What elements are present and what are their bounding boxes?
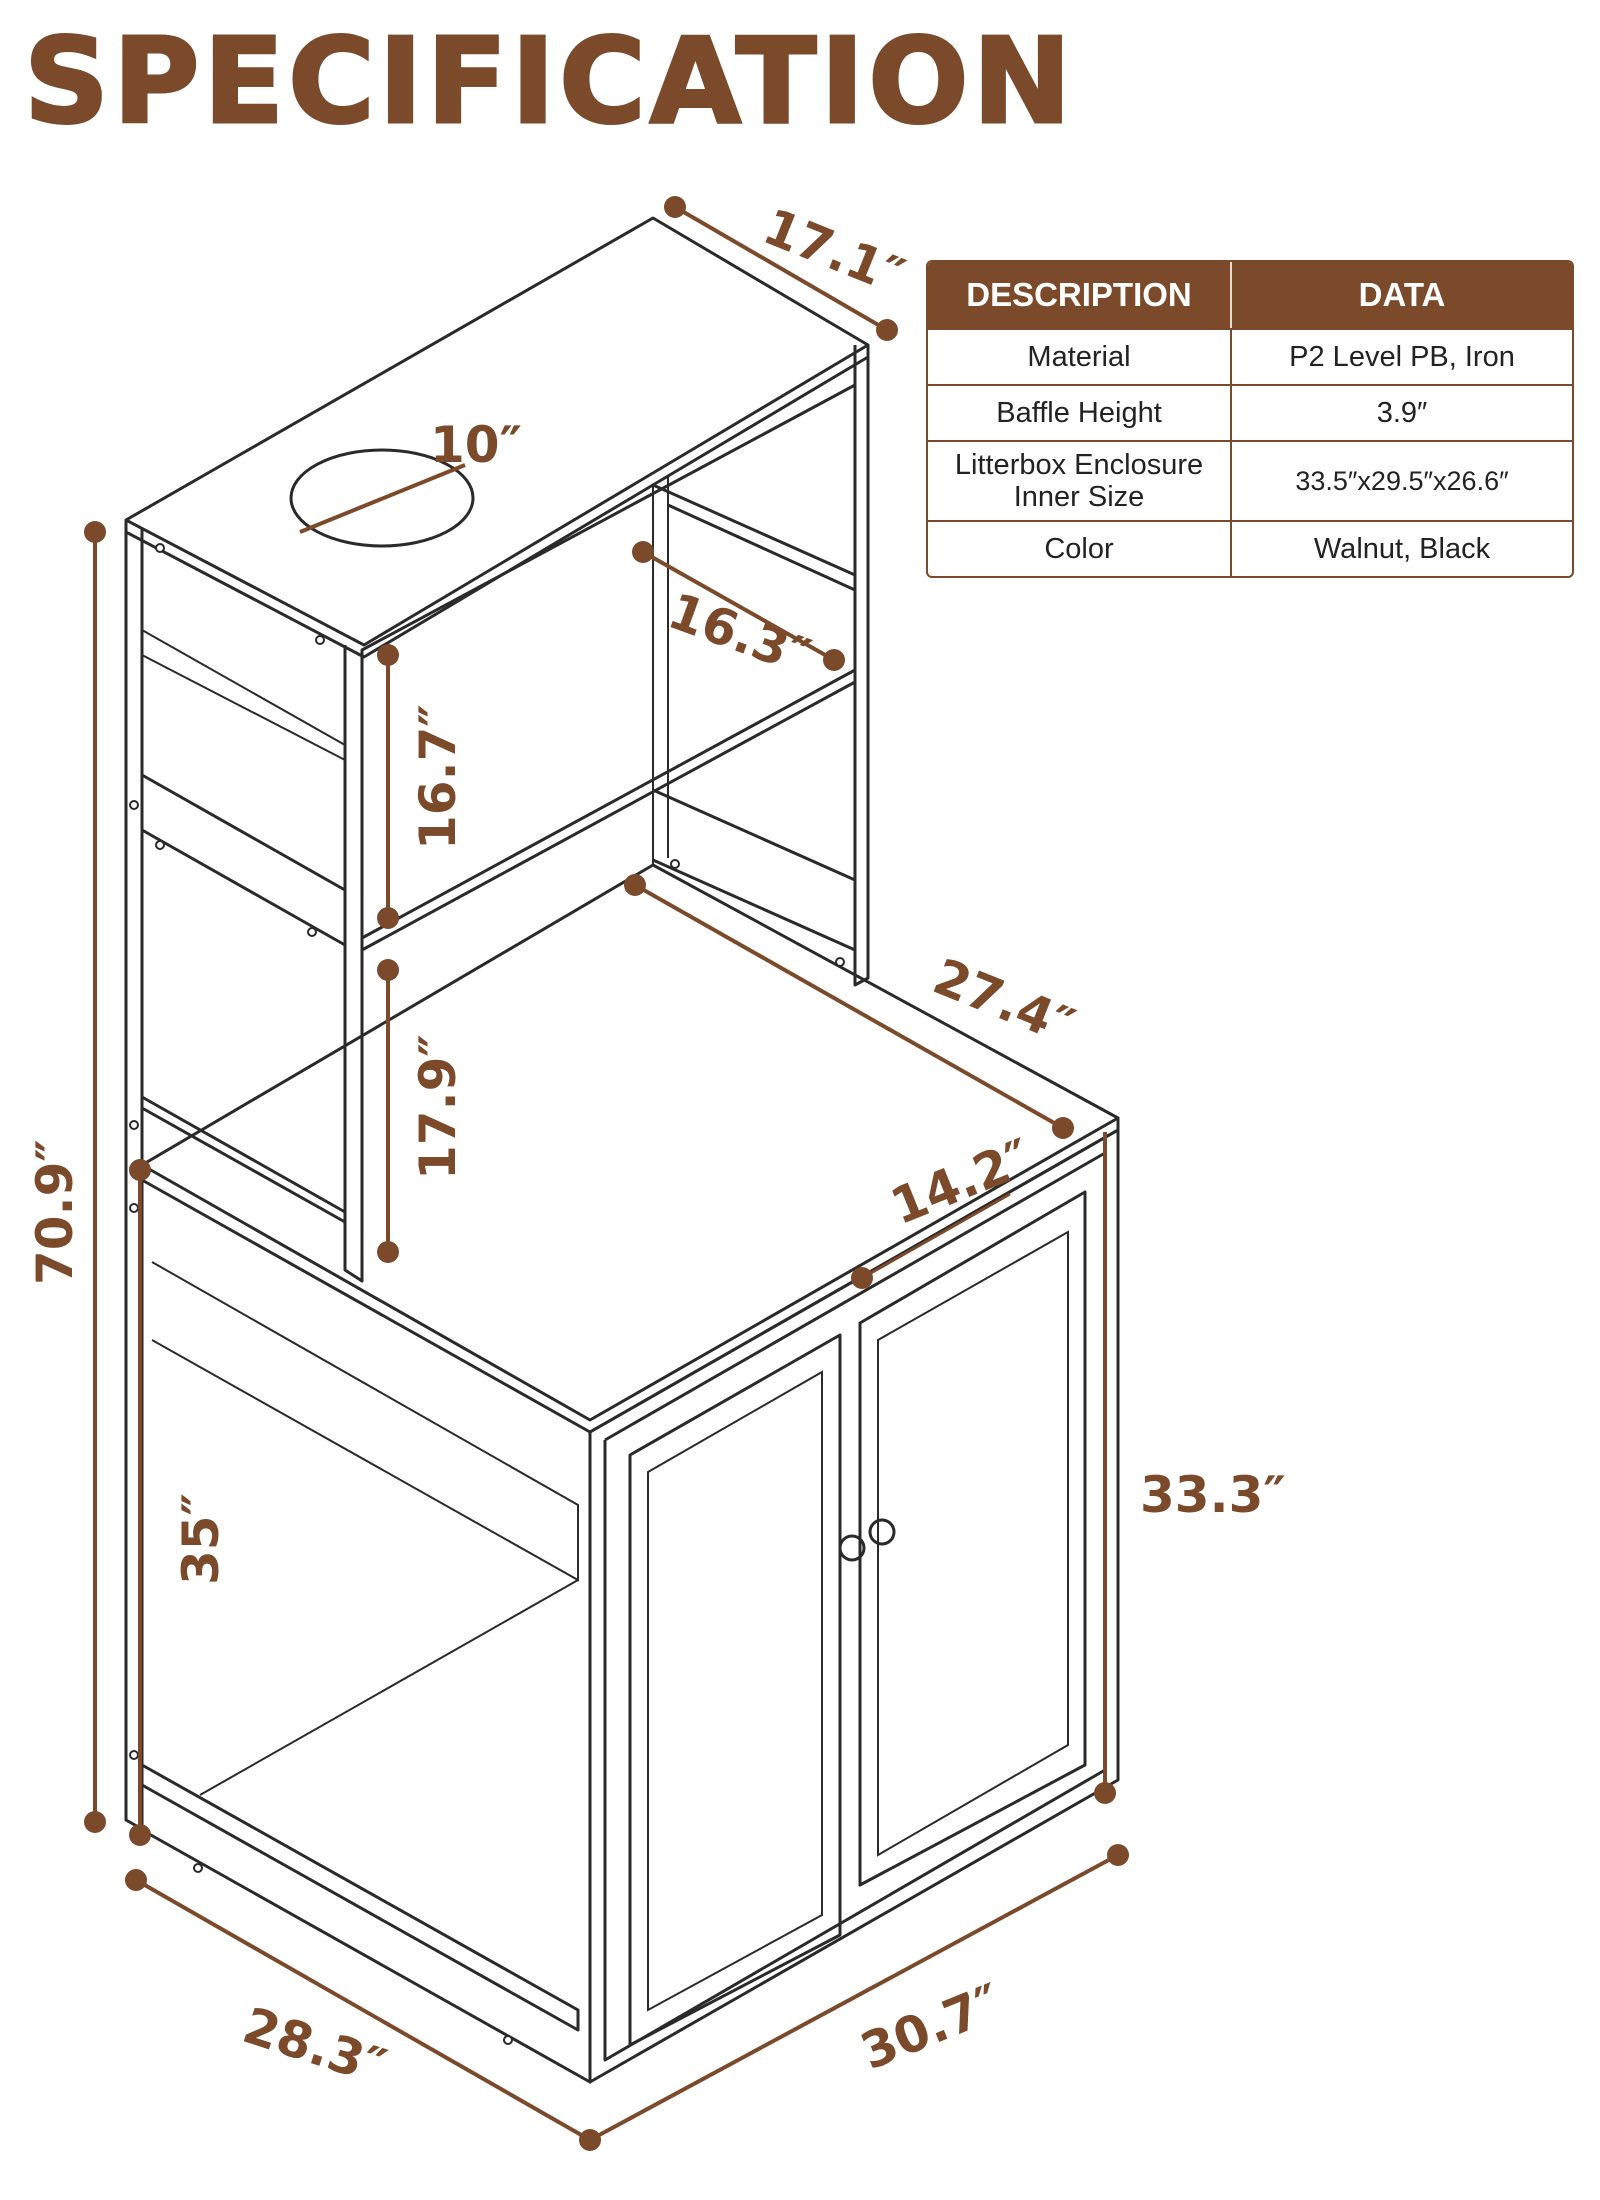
cabinet-line-drawing [124,216,1120,2084]
dim-dot [632,541,654,563]
label-total-height: 70.9″ [26,1139,84,1285]
screw-7 [129,1203,139,1213]
dim-dot [851,1267,873,1289]
cabinet-front [588,1128,1120,2084]
dim-dot [129,1159,151,1181]
dim-line-side-width [135,1878,591,2142]
dim-dot [377,1241,399,1263]
cell-data: 33.5″x29.5″x26.6″ [1232,440,1572,520]
dim-dot [1094,1782,1116,1804]
label-upper-shelf-height: 16.7″ [409,704,467,850]
screw-12 [835,957,845,967]
screw-6 [129,1120,139,1130]
dim-dot [129,1824,151,1846]
table-row: Material P2 Level PB, Iron [928,328,1572,384]
label-top-depth: 17.1″ [756,197,913,305]
screw-11 [670,859,680,869]
cabinet-inner-floor [199,1579,579,1796]
dim-dot [1107,1844,1129,1866]
cell-description: Color [928,520,1232,576]
middle-shelf-edge [360,670,857,952]
side-rail-lower [141,1095,347,1224]
page-title: SPECIFICATION [22,12,1076,150]
label-side-height: 35″ [172,1493,230,1585]
dim-dot [1052,1117,1074,1139]
specification-table: DESCRIPTION DATA Material P2 Level PB, I… [926,260,1574,578]
label-side-width: 28.3″ [236,1996,392,2096]
dim-dot [84,1811,106,1833]
dim-dot [624,874,646,896]
back-rail-lower [652,788,857,952]
cell-description: Baffle Height [928,384,1232,440]
left-back-post [343,645,364,1283]
right-door-panel [877,1230,1069,1857]
dim-dot [125,1869,147,1891]
cabinet-front-frame [603,1151,1107,2062]
dim-line-top-depth [673,205,889,332]
dim-dot [377,644,399,666]
screw-10 [503,2035,513,2045]
label-lower-shelf-height: 17.9″ [409,1034,467,1180]
screw-4 [155,840,165,850]
right-back-post [853,345,870,987]
cabinet-top [140,863,1120,1422]
cell-description: Material [928,328,1232,384]
cell-data: P2 Level PB, Iron [1232,328,1572,384]
dim-line-shelf-depth [642,550,835,662]
cell-data: 3.9″ [1232,384,1572,440]
screw-3 [129,800,139,810]
dim-dot [377,959,399,981]
dim-dot [823,649,845,671]
table-header-row: DESCRIPTION DATA [928,262,1572,328]
dim-line-cabinet-depth [634,883,1064,1130]
dim-line-front-width [589,1853,1119,2142]
table-row: Baffle Height 3.9″ [928,384,1572,440]
right-door [858,1190,1087,1887]
cabinet-left-side [140,1180,592,2084]
side-rail-top [141,629,346,746]
screw-9 [193,1863,203,1873]
screw-2 [315,635,325,645]
label-shelf-depth: 16.3″ [661,582,818,686]
left-door-panel [647,1370,823,2012]
dim-line-hole [299,463,466,534]
screw-1 [155,543,165,553]
right-door-knob [868,1518,896,1546]
label-front-width: 30.7″ [853,1973,1010,2081]
table-row: Litterbox Enclosure Inner Size 33.5″x29.… [928,440,1572,520]
left-door [628,1333,842,2047]
label-cabinet-depth: 27.4″ [926,947,1083,1055]
dim-dot [664,196,686,218]
cell-description: Litterbox Enclosure Inner Size [928,440,1232,520]
dim-dot [377,907,399,929]
dim-line-door-width [861,1192,1011,1280]
dim-dot [84,521,106,543]
header-description: DESCRIPTION [928,262,1232,328]
label-cabinet-height: 33.3″ [1140,1466,1286,1524]
cabinet-inner-opening [151,1261,579,1582]
left-door-knob [838,1534,866,1562]
dimension-lines [84,196,1129,2151]
side-rail-upper [140,773,347,947]
header-data: DATA [1232,262,1572,328]
cabinet-bottom-rail [141,1763,580,2032]
top-hole [289,448,475,548]
side-rail-top-2 [141,654,346,761]
dim-dot [876,319,898,341]
cell-data: Walnut, Black [1232,520,1572,576]
screw-8 [129,1750,139,1760]
label-hole-diameter: 10″ [430,416,522,474]
screw-5 [307,927,317,937]
table-row: Color Walnut, Black [928,520,1572,576]
